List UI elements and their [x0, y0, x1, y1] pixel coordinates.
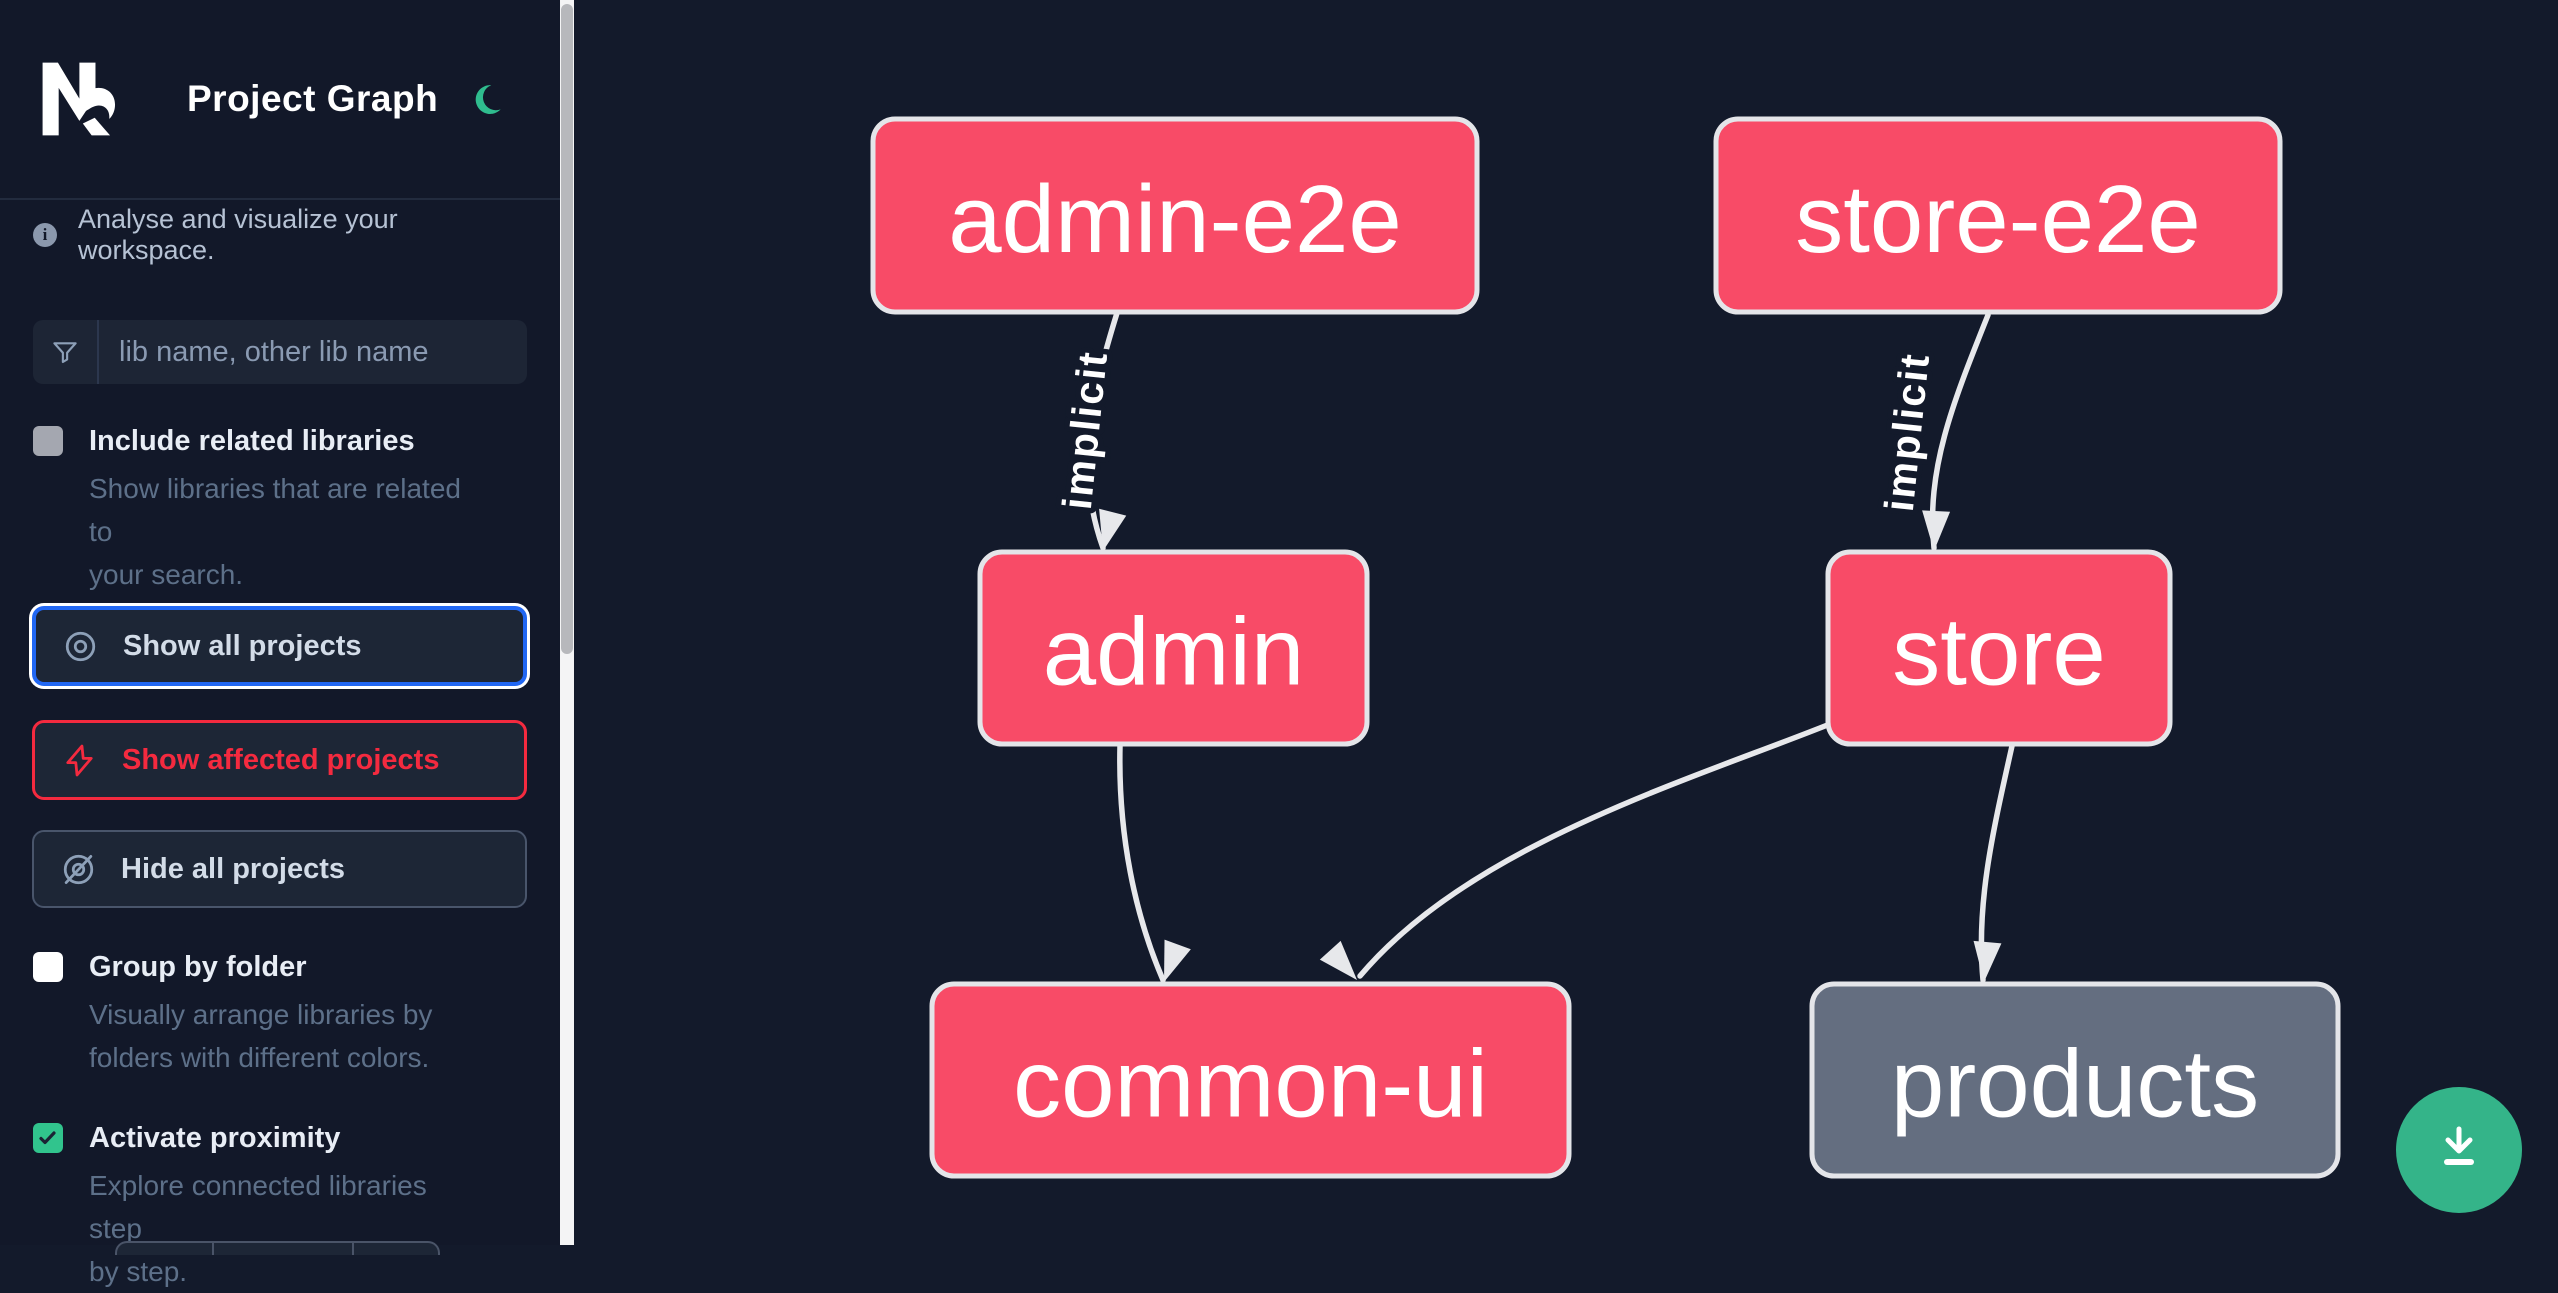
include-related-checkbox[interactable]	[33, 426, 63, 456]
sidebar: Project Graph i Analyse and visualize yo…	[0, 0, 560, 1287]
moon-icon	[475, 85, 501, 114]
node-label-common-ui: common-ui	[1013, 1031, 1488, 1138]
checkbox-row-include-related: Include related libraries Show libraries…	[33, 424, 474, 596]
include-related-description: Show libraries that are related to your …	[89, 473, 461, 590]
sidebar-scrollbar	[560, 0, 574, 1245]
info-icon: i	[33, 223, 57, 247]
graph-node-store-e2e[interactable]: store-e2e	[1713, 116, 2283, 315]
checkbox-row-activate-proximity: Activate proximity Explore connected lib…	[33, 1121, 474, 1293]
node-label-admin-e2e: admin-e2e	[948, 166, 1402, 273]
edge-label-implicit: implicit	[1054, 348, 1116, 511]
show-affected-projects-label: Show affected projects	[122, 743, 440, 776]
graph-node-store[interactable]: store	[1825, 549, 2173, 747]
node-label-admin: admin	[1043, 599, 1304, 706]
graph-node-products[interactable]: products	[1809, 981, 2341, 1179]
graph-edge-store-common-ui[interactable]	[1357, 721, 1833, 979]
scrollbar-thumb[interactable]	[561, 4, 573, 654]
funnel-icon	[33, 320, 99, 384]
check-icon	[39, 1131, 56, 1145]
group-by-folder-description: Visually arrange libraries by folders wi…	[89, 999, 433, 1073]
search-box	[33, 320, 527, 384]
brand-row: Project Graph	[0, 0, 560, 200]
graph-canvas[interactable]: implicit implicit admin-e2e store-e2e admin s…	[0, 0, 2558, 1245]
nx-logo	[42, 62, 116, 136]
show-all-projects-button[interactable]: Show all projects	[32, 606, 527, 686]
arrowhead-icon	[1164, 939, 1191, 982]
graph-node-admin-e2e[interactable]: admin-e2e	[870, 116, 1480, 315]
search-input[interactable]	[99, 320, 527, 384]
node-label-products: products	[1891, 1031, 2259, 1138]
graph-edge-admin-e2e-admin[interactable]	[1085, 310, 1120, 551]
activate-proximity-label: Activate proximity	[89, 1122, 341, 1154]
graph-node-common-ui[interactable]: common-ui	[929, 981, 1572, 1179]
download-graph-button[interactable]	[2396, 1087, 2522, 1213]
hide-all-projects-label: Hide all projects	[121, 852, 346, 885]
node-label-store-e2e: store-e2e	[1795, 166, 2201, 273]
download-icon	[2444, 1126, 2474, 1165]
hide-all-projects-button[interactable]: Hide all projects	[32, 830, 527, 908]
arrowhead-icon	[1922, 510, 1951, 551]
graph-node-admin[interactable]: admin	[977, 549, 1370, 747]
arrowhead-icon	[1099, 508, 1127, 551]
tagline: i Analyse and visualize your workspace.	[33, 204, 530, 266]
include-related-label: Include related libraries	[89, 425, 415, 457]
edge-label-implicit: implicit	[1876, 350, 1938, 513]
activate-proximity-checkbox[interactable]	[33, 1123, 63, 1153]
show-affected-projects-button[interactable]: Show affected projects	[32, 720, 527, 800]
show-all-projects-label: Show all projects	[123, 629, 362, 662]
partial-segmented-control[interactable]	[115, 1241, 440, 1255]
activate-proximity-description: Explore connected libraries step by step…	[89, 1170, 427, 1287]
eye-slash-icon	[63, 854, 94, 884]
arrowhead-icon	[1973, 940, 2002, 982]
node-label-store: store	[1892, 599, 2105, 706]
group-by-folder-checkbox[interactable]	[33, 952, 63, 982]
tagline-text: Analyse and visualize your workspace.	[78, 204, 398, 265]
graph-edge-admin-common-ui[interactable]	[1117, 743, 1166, 983]
bolt-icon	[66, 744, 93, 776]
arrowhead-icon	[1319, 940, 1357, 980]
checkbox-row-group-by-folder: Group by folder Visually arrange librari…	[33, 950, 474, 1079]
page-title: Project Graph	[187, 78, 439, 119]
group-by-folder-label: Group by folder	[89, 951, 307, 983]
theme-toggle-button[interactable]	[468, 80, 506, 118]
eye-icon	[65, 631, 96, 661]
